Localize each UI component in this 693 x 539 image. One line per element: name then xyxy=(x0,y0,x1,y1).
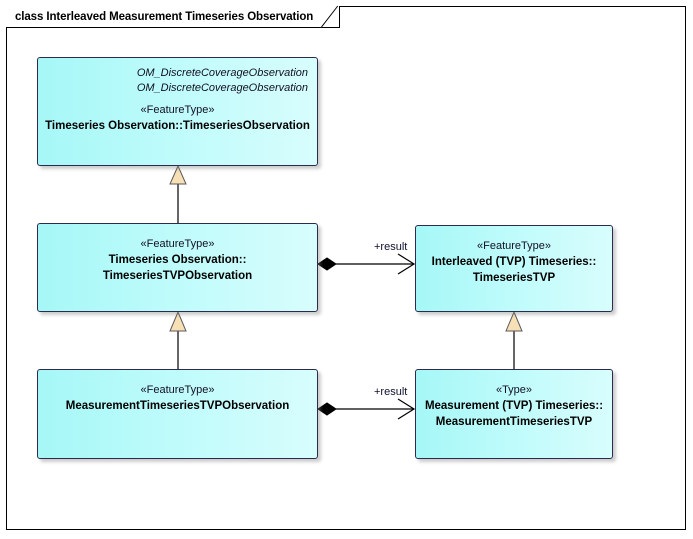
class-name-line-1: Interleaved (TVP) Timeseries:: xyxy=(431,256,597,268)
class-name-line-2: TimeseriesTVPObservation xyxy=(102,270,253,282)
composition-middle-label: +result xyxy=(374,241,408,253)
composition-bottom-label: +result xyxy=(374,386,408,398)
class-name-line-1: Timeseries Observation::TimeseriesObserv… xyxy=(45,120,310,132)
class-name-line-1: Measurement (TVP) Timeseries:: xyxy=(424,400,604,412)
inherited-type-2: OM_DiscreteCoverageObservation xyxy=(136,82,308,94)
class-box-timeseries-observation[interactable]: OM_DiscreteCoverageObservation OM_Discre… xyxy=(37,57,318,166)
class-box-timeseries-tvp[interactable]: «FeatureType» Interleaved (TVP) Timeseri… xyxy=(415,225,613,312)
title-tab-slope-icon xyxy=(320,5,339,28)
class-name-line-2: TimeseriesTVP xyxy=(472,272,556,284)
class-stereotype: «FeatureType» xyxy=(140,238,215,250)
inherited-type-1: OM_DiscreteCoverageObservation xyxy=(136,67,308,79)
class-stereotype: «Type» xyxy=(495,384,533,396)
class-stereotype: «FeatureType» xyxy=(140,104,215,116)
diagram-title: class Interleaved Measurement Timeseries… xyxy=(15,10,314,23)
diagram-frame xyxy=(6,6,686,530)
class-box-measurement-timeseries-tvp-observation[interactable]: «FeatureType» MeasurementTimeseriesTVPOb… xyxy=(37,369,318,459)
diagram-title-tab[interactable]: class Interleaved Measurement Timeseries… xyxy=(6,6,341,28)
class-spacer xyxy=(45,96,310,103)
class-name-line-2: MeasurementTimeseriesTVP xyxy=(435,416,593,428)
class-stereotype: «FeatureType» xyxy=(140,384,215,396)
class-box-timeseries-tvp-observation[interactable]: «FeatureType» Timeseries Observation:: T… xyxy=(37,223,318,312)
class-name-line-1: Timeseries Observation:: xyxy=(108,254,247,266)
class-stereotype: «FeatureType» xyxy=(477,240,551,252)
class-box-measurement-timeseries-tvp[interactable]: «Type» Measurement (TVP) Timeseries:: Me… xyxy=(415,369,613,459)
class-name-line-1: MeasurementTimeseriesTVPObservation xyxy=(65,400,290,412)
